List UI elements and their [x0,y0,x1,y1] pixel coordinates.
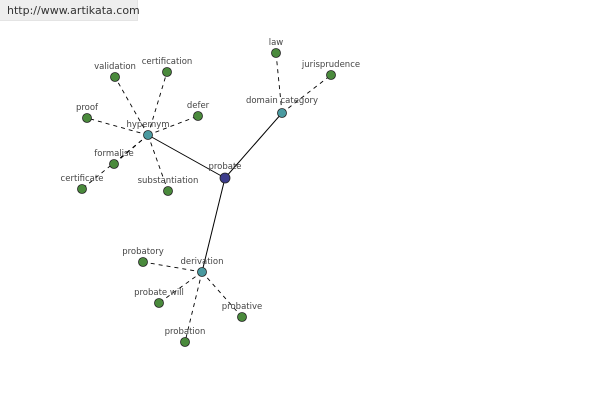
edge-domain-jurisprudence [281,74,332,114]
node-label-probate: probate [208,162,241,172]
node-dot-substantiation[interactable] [163,186,173,196]
node-label-derivation: derivation [180,257,223,267]
site-url-link[interactable]: http://www.artikata.com [7,4,140,17]
node-dot-law[interactable] [271,48,281,58]
node-label-certificate: certificate [61,174,104,184]
node-label-proof: proof [76,103,99,113]
edge-hypernym-proof [86,117,149,136]
node-dot-jurisprudence[interactable] [326,70,336,80]
node-probation[interactable]: probation [165,327,206,347]
node-dot-validation[interactable] [110,72,120,82]
node-label-validation: validation [94,62,136,72]
edge-derivation-probate_will [158,271,203,304]
node-dot-hypernym[interactable] [143,130,153,140]
node-label-domain: domain category [246,96,318,106]
edge-hypernym-validation [114,76,149,136]
node-dot-certificate[interactable] [77,184,87,194]
node-defer[interactable]: defer [187,101,210,121]
node-dot-probation[interactable] [180,337,190,347]
node-label-probative: probative [222,302,262,312]
edge-probate-domain [224,112,283,179]
edge-derivation-probative [201,271,243,318]
node-dot-probate[interactable] [219,172,231,184]
node-probative[interactable]: probative [222,302,262,322]
edge-probate-derivation [201,177,226,273]
node-dot-proof[interactable] [82,113,92,123]
node-label-substantiation: substantiation [138,176,199,186]
node-dot-derivation[interactable] [197,267,207,277]
node-label-law: law [269,38,284,48]
node-certification[interactable]: certification [142,57,193,77]
node-label-probation: probation [165,327,206,337]
node-law[interactable]: law [269,38,284,58]
node-dot-domain[interactable] [277,108,287,118]
node-domain[interactable]: domain category [246,96,318,118]
graph-edges [81,52,332,343]
node-label-probatory: probatory [122,247,164,257]
node-label-formalise: formalise [94,149,133,159]
node-dot-probative[interactable] [237,312,247,322]
node-jurisprudence[interactable]: jurisprudence [301,60,360,80]
node-label-hypernym: hypernym [126,120,169,130]
edge-hypernym-certification [147,71,168,136]
node-proof[interactable]: proof [76,103,99,123]
edge-derivation-probatory [142,261,203,273]
node-dot-probatory[interactable] [138,257,148,267]
node-label-certification: certification [142,57,193,67]
node-substantiation[interactable]: substantiation [138,176,199,196]
node-probatory[interactable]: probatory [122,247,164,267]
node-label-jurisprudence: jurisprudence [301,60,360,70]
node-probate_will[interactable]: probate will [134,288,184,308]
node-dot-formalise[interactable] [109,159,119,169]
node-dot-defer[interactable] [193,111,203,121]
node-probate[interactable]: probate [208,162,242,184]
node-hypernym[interactable]: hypernym [126,120,170,140]
edge-domain-law [275,52,283,114]
edge-probate-hypernym [147,134,226,179]
node-validation[interactable]: validation [94,62,136,82]
node-derivation[interactable]: derivation [180,257,224,277]
node-label-defer: defer [187,101,210,111]
edge-hypernym-defer [147,115,199,136]
node-dot-certification[interactable] [162,67,172,77]
node-formalise[interactable]: formalise [94,149,134,169]
node-certificate[interactable]: certificate [61,174,104,194]
graph-nodes: probate hypernym domain category derivation… [61,38,360,347]
node-dot-probate_will[interactable] [154,298,164,308]
node-label-probate_will: probate will [134,288,184,298]
url-bar: http://www.artikata.com [0,0,140,21]
edge-hypernym-substantiation [147,134,169,192]
